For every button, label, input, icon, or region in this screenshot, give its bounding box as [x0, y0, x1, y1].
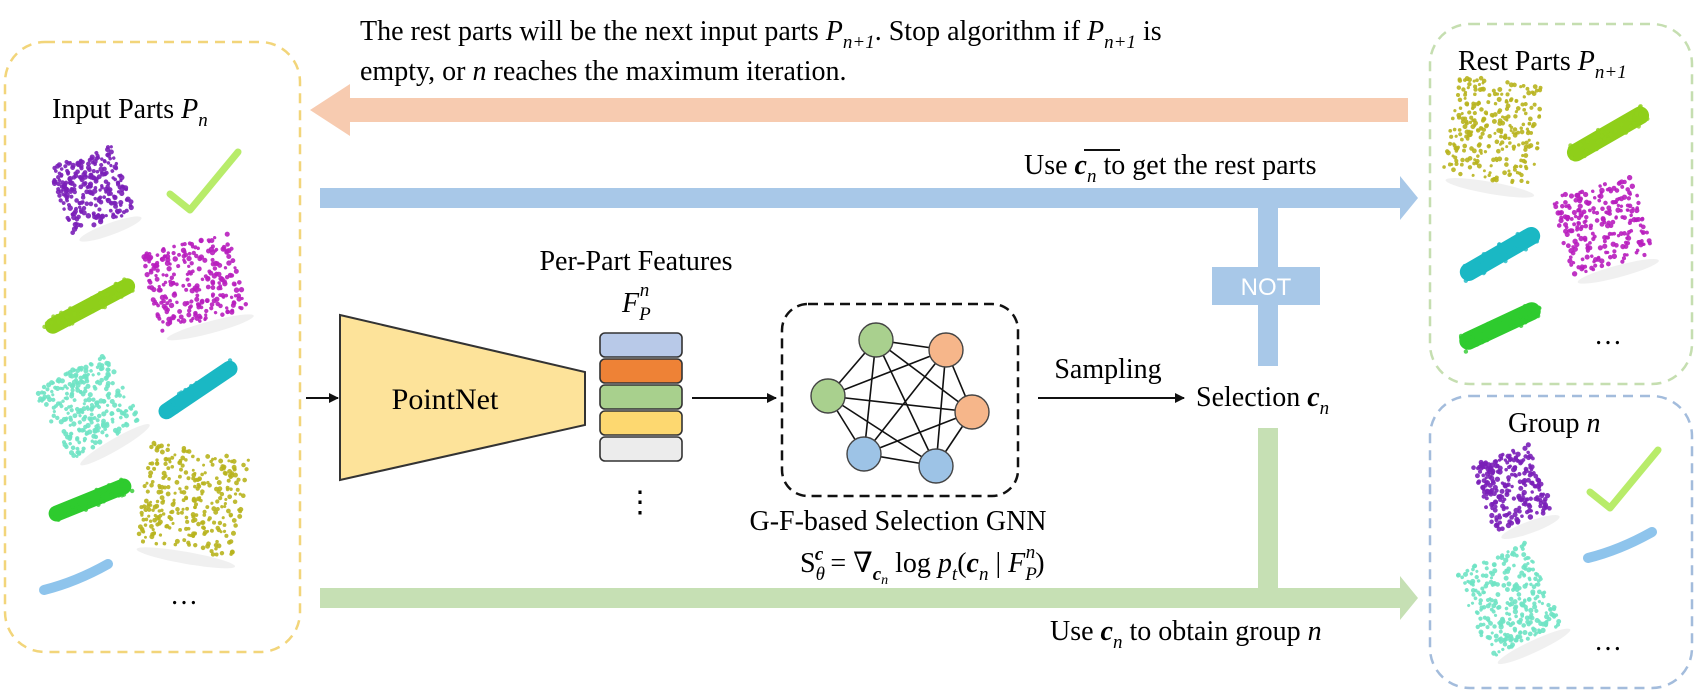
gnn-box [780, 302, 1020, 498]
sampling-label: Sampling [1054, 354, 1161, 385]
mint-part [1456, 540, 1571, 665]
graph-edge [863, 339, 877, 455]
use-selection-label: Use cn to obtain group n [1050, 616, 1322, 653]
magenta-part [141, 231, 254, 341]
feedback-arrow [310, 84, 1408, 136]
group-arrow [320, 576, 1418, 620]
purple-part [51, 145, 142, 242]
graph-edge [827, 349, 947, 397]
feature-row [599, 384, 683, 410]
olive-part [136, 440, 250, 569]
graph-edge [827, 395, 937, 467]
input-parts-ellipsis: … [170, 580, 198, 611]
cyan-rod-part [1459, 226, 1541, 283]
features-symbol: FPn [621, 280, 651, 325]
rest-parts-ellipsis: … [1594, 320, 1622, 351]
lime-rod-part [42, 277, 136, 334]
rest-parts-panel [1428, 22, 1694, 386]
graph-edge [863, 411, 973, 455]
green-rod-part [1458, 302, 1542, 354]
lime-rod-part [1566, 104, 1650, 162]
group-title: Group n [1508, 408, 1601, 439]
graph-edge [875, 339, 937, 467]
point-clouds [35, 75, 1662, 665]
feature-row [599, 436, 683, 462]
feature-row [599, 410, 683, 436]
graph-node [918, 448, 954, 484]
graph-edge [827, 395, 973, 413]
features-vdots: ⋮ [625, 486, 655, 519]
gnn-title: G-F-based Selection GNN [749, 506, 1046, 537]
graph-node [954, 394, 990, 430]
gnn-formula: Sθc = ∇cn log pt(cn | FPn) [800, 542, 1045, 588]
olive-part [1442, 75, 1543, 198]
magenta-part [1552, 174, 1659, 284]
mint-part [35, 353, 150, 466]
selection-connector [1258, 428, 1278, 588]
graph-edge [875, 339, 973, 413]
feature-row [599, 358, 683, 384]
graph-node [810, 378, 846, 414]
feature-stack [599, 332, 683, 462]
not-box [1212, 267, 1320, 305]
pointnet-label: PointNet [392, 383, 499, 416]
blue-curve-part [1583, 527, 1657, 563]
not-label: NOT [1241, 274, 1292, 301]
rest-parts-arrow [320, 176, 1418, 220]
cyan-rod-part [158, 358, 238, 420]
pointnet-block [339, 313, 586, 482]
input-parts-title: Input Parts Pn [52, 94, 208, 131]
feature-row [599, 332, 683, 358]
gnn-graph [810, 322, 990, 484]
top-note-line1: The rest parts will be the next input pa… [360, 16, 1162, 53]
group-panel [1428, 394, 1694, 690]
graph-node [928, 332, 964, 368]
green-tick-part [1586, 446, 1662, 512]
green-tick-part [166, 148, 242, 214]
blue-curve-part [39, 559, 113, 595]
group-ellipsis: … [1594, 626, 1622, 657]
input-parts-panel [3, 40, 302, 654]
use-complement-label: Use cn to get the rest parts [1024, 150, 1317, 187]
graph-node [858, 322, 894, 358]
purple-part [1471, 442, 1560, 540]
graph-edge [863, 349, 947, 455]
selection-label: Selection cn [1196, 382, 1329, 419]
features-title: Per-Part Features [539, 246, 732, 277]
top-note-line2: empty, or n reaches the maximum iteratio… [360, 56, 846, 87]
rest-parts-title: Rest Parts Pn+1 [1458, 46, 1627, 83]
graph-node [846, 436, 882, 472]
green-rod-part [48, 477, 135, 522]
